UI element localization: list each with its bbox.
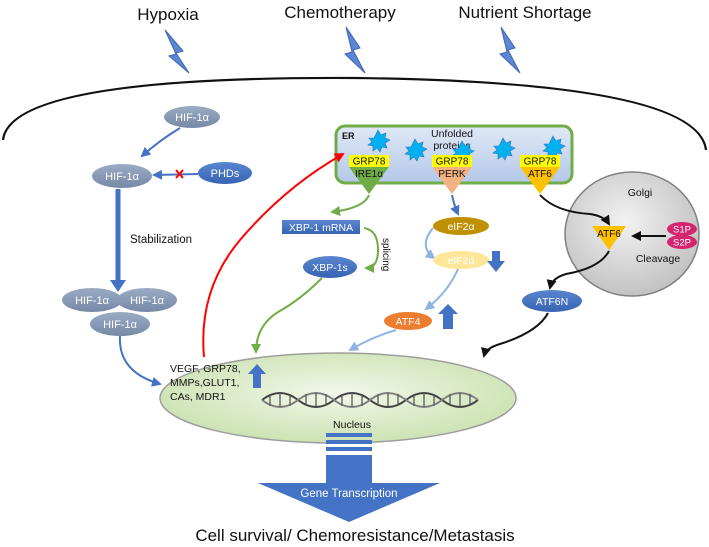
stabilization-arrow-head <box>110 280 126 292</box>
lightning-bolt-icon-nutrient <box>499 26 521 74</box>
splicing-label: splicing <box>380 238 391 271</box>
unfolded-protein-icon <box>492 137 516 161</box>
stabilization-label: Stabilization <box>130 234 192 246</box>
transcription-stripe <box>326 433 372 437</box>
hif1a-trimer-right-label: HIF-1α <box>130 295 165 307</box>
cleavage-label: Cleavage <box>636 253 681 265</box>
grp78-ire1-box <box>349 155 389 167</box>
dna-helix-icon <box>261 392 479 408</box>
phds-label: PHDs <box>211 168 240 180</box>
transcription-stripe <box>326 440 372 444</box>
increase-arrow-icon-atf4 <box>438 304 458 329</box>
hif1a-trimer-left-label: HIF-1α <box>75 295 110 307</box>
s1p-label: S1P <box>673 225 691 236</box>
arrow-xbp1s-to-nucleus <box>251 277 323 354</box>
eif2a-phosphorylated-node <box>433 217 489 235</box>
stimulus-chemotherapy-label: Chemotherapy <box>284 3 396 22</box>
grp78-perk-label: GRP78 <box>436 157 469 168</box>
transcription-stripe <box>326 447 372 451</box>
increase-arrow-icon-genes <box>248 364 266 388</box>
atf6-receptor-label: ATF6 <box>528 169 552 180</box>
grp78-atf6-box <box>520 155 560 167</box>
arrow-atf6-to-golgi <box>539 194 611 226</box>
atf6n-node <box>522 290 582 312</box>
stimulus-hypoxia-label: Hypoxia <box>137 5 199 24</box>
grp78-atf6-label: GRP78 <box>524 157 557 168</box>
inhibition-x-icon <box>175 169 184 179</box>
grp78-perk-box <box>432 155 472 167</box>
hif1a-trimer-right <box>117 288 177 312</box>
eif2a-node <box>433 251 489 269</box>
unfolded-protein-icon <box>404 138 428 162</box>
lightning-bolt-icon-chemotherapy <box>344 26 366 74</box>
eif2a-phosphorylated-label: eIF2α <box>447 221 474 233</box>
arrow-atf4-to-nucleus <box>348 329 397 352</box>
target-genes-line-3: CAs, MDR1 <box>170 391 226 403</box>
arrow-nucleus-to-er-feedback <box>202 153 345 358</box>
xbp1s-node <box>303 256 357 278</box>
phds-node <box>198 162 252 184</box>
arrow-phds-to-hif <box>152 169 199 180</box>
target-genes-line-2: MMPs,GLUT1, <box>170 377 239 389</box>
perk-receptor <box>432 167 472 194</box>
target-genes-line-1: VEGF, GRP78, <box>170 363 241 375</box>
hif1a-mid-label: HIF-1α <box>105 171 140 183</box>
lightning-bolt-icon-hypoxia <box>164 29 190 74</box>
hif1a-trimer-left <box>62 288 122 312</box>
hif1a-node-top <box>164 106 220 128</box>
grp78-ire1-label: GRP78 <box>353 157 386 168</box>
hif1a-trimer-bottom <box>90 312 150 336</box>
cell-membrane <box>1 76 708 151</box>
decrease-arrow-icon <box>487 251 505 272</box>
xbp1-mrna-label: XBP-1 mRNA <box>289 222 353 234</box>
hif1a-node-mid <box>92 164 152 188</box>
er-label: ER <box>342 131 355 141</box>
arrow-golgi-to-atf6n <box>546 250 610 290</box>
nucleus-label: Nucleus <box>333 419 371 431</box>
arrow-atf6n-to-nucleus <box>481 312 549 358</box>
s2p-node <box>667 235 697 249</box>
s2p-label: S2P <box>673 238 691 249</box>
arrow-ire1-to-xbp1 <box>330 194 370 216</box>
atf4-label: ATF4 <box>396 316 421 328</box>
xbp1-mrna-box <box>282 220 360 234</box>
xbp1s-label: XBP-1s <box>312 262 348 274</box>
ire1-receptor <box>349 167 389 194</box>
arrow-hif-top-to-mid <box>140 127 181 158</box>
outcome-label: Cell survival/ Chemoresistance/Metastasi… <box>195 526 514 545</box>
stimulus-nutrient-label: Nutrient Shortage <box>458 3 591 22</box>
atf4-node <box>384 312 432 330</box>
perk-label: PERK <box>438 169 466 180</box>
arrow-eif2a-to-atf4 <box>424 268 459 311</box>
gene-transcription-label: Gene Transcription <box>300 488 397 500</box>
hif1a-top-label: HIF-1α <box>175 112 210 124</box>
atf6-receptor <box>520 167 560 194</box>
arrow-eif2a-to-eif2a <box>424 227 436 260</box>
gene-transcription-arrow <box>258 455 440 522</box>
unfolded-protein-icon <box>367 129 391 153</box>
atf6-golgi-label: ATF6 <box>597 229 621 240</box>
atf6-golgi-node <box>592 226 626 250</box>
s1p-node <box>667 222 697 236</box>
arrow-splicing <box>363 227 380 273</box>
arrow-hif-to-nucleus <box>118 335 162 387</box>
eif2a-label: eIF2α <box>447 255 474 267</box>
ire1-label: IRE1α <box>355 169 383 180</box>
golgi-label: Golgi <box>628 187 653 199</box>
atf6n-label: ATF6N <box>536 296 568 308</box>
arrow-perk-to-eif2a <box>450 194 460 216</box>
hif1a-trimer-bottom-label: HIF-1α <box>103 319 138 331</box>
